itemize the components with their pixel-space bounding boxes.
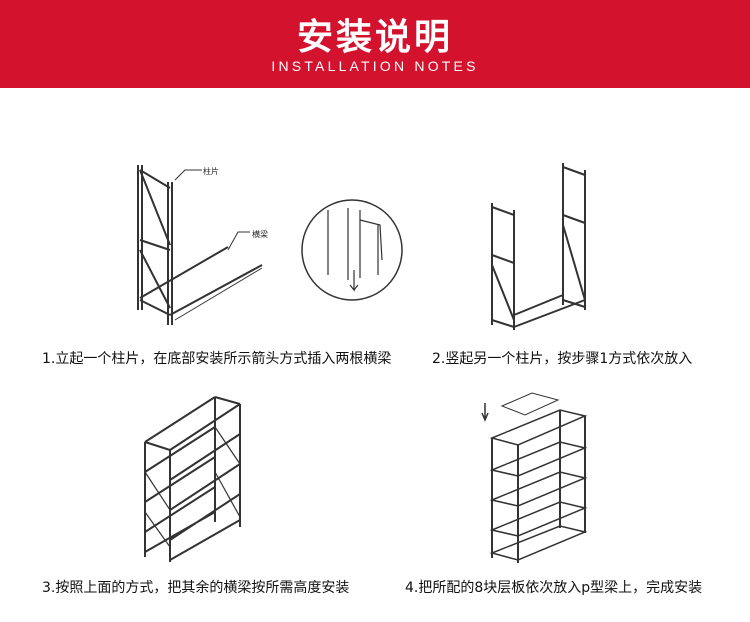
header-banner: 安装说明 INSTALLATION NOTES	[0, 0, 750, 88]
upright-label: 柱片	[203, 167, 219, 176]
step2-diagram	[491, 163, 586, 330]
step4-caption: 4.把所配的8块层板依次放入p型梁上，完成安装	[405, 580, 703, 596]
step1-diagram	[137, 165, 403, 325]
step4-diagram	[481, 392, 588, 563]
page-subtitle: INSTALLATION NOTES	[271, 58, 479, 74]
step1-caption: 1.立起一个柱片，在底部安装所示箭头方式插入两根横梁	[42, 351, 392, 367]
step3-diagram	[144, 396, 241, 562]
page-title: 安装说明	[296, 17, 453, 58]
step2-caption: 2.竖起另一个柱片，按步骤1方式依次放入	[432, 351, 693, 367]
step3-caption: 3.按照上面的方式，把其余的横梁按所需高度安装	[42, 580, 350, 596]
beam-label: 横梁	[252, 230, 268, 239]
